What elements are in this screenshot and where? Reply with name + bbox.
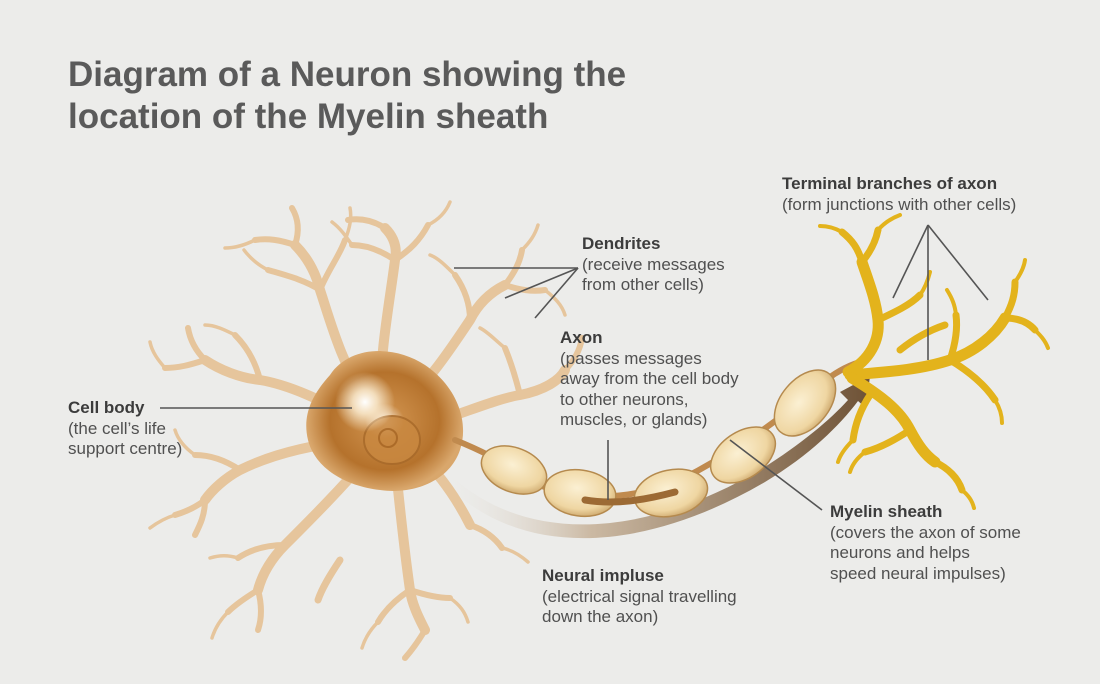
- dendrites-label: Dendrites (receive messages from other c…: [582, 234, 725, 296]
- axon-description-line-4: muscles, or glands): [560, 410, 708, 429]
- axon-heading: Axon: [560, 328, 603, 347]
- neural-impulse-arrow: [440, 376, 870, 539]
- neural-impulse-label: Neural impluse (electrical signal travel…: [542, 566, 737, 628]
- title-line-2: location of the Myelin sheath: [68, 97, 549, 136]
- myelin-sheath-heading: Myelin sheath: [830, 502, 943, 521]
- terminal-branches: [818, 213, 1050, 510]
- dendrites-heading: Dendrites: [582, 234, 661, 253]
- dendrites-description-line-1: (receive messages: [582, 254, 725, 274]
- myelin-sheath-description-line-3: speed neural impulses): [830, 563, 1006, 583]
- cell-body: [306, 351, 464, 491]
- myelin-sheath-label: Myelin sheath (covers the axon of some n…: [830, 502, 1021, 584]
- title-line-1: Diagram of a Neuron showing the: [68, 55, 627, 94]
- myelin-sheath-description-line-2: neurons and helps: [830, 543, 970, 562]
- myelin-sheath-description-line-1: (covers the axon of some: [830, 522, 1021, 542]
- nucleolus: [378, 428, 398, 448]
- myelin-segment: [709, 426, 777, 484]
- dendrites-leader: [534, 267, 579, 319]
- axon-description-line-2: away from the cell body: [560, 369, 739, 388]
- dendrites-leader: [504, 267, 579, 299]
- axon-description-line-3: to other neurons,: [560, 389, 689, 409]
- highlight-glow: [335, 372, 395, 432]
- terminal-leader: [892, 224, 929, 299]
- myelin-segment: [480, 445, 548, 495]
- myelin-segment: [773, 369, 837, 437]
- cell-body-description-line-2: support centre): [68, 439, 183, 458]
- neural-impulse-description-line-2: down the axon): [542, 607, 659, 626]
- myelin-segment: [543, 468, 617, 518]
- dendrites-description-line-2: from other cells): [582, 275, 704, 294]
- cell-body-heading: Cell body: [68, 398, 145, 417]
- axon-label: Axon (passes messages away from the cell…: [560, 328, 739, 431]
- terminal-branches-label: Terminal branches of axon (form junction…: [782, 174, 1016, 215]
- neural-impulse-heading: Neural impluse: [542, 566, 664, 585]
- cell-body-description-line-1: (the cell’s life: [68, 418, 166, 438]
- terminal-leader: [927, 224, 989, 301]
- terminal-branches-description: (form junctions with other cells): [782, 194, 1017, 214]
- myelin-sheath-leader: [729, 439, 823, 511]
- exposed-axon: [581, 488, 679, 506]
- neural-impulse-description-line-1: (electrical signal travelling: [542, 586, 737, 606]
- axon-description-line-1: (passes messages: [560, 348, 702, 368]
- cell-body-label: Cell body (the cell’s life support centr…: [68, 398, 182, 460]
- diagram-title: Diagram of a Neuron showing the location…: [68, 54, 768, 138]
- terminal-branches-heading: Terminal branches of axon: [782, 174, 998, 193]
- leader-lines: [160, 224, 989, 511]
